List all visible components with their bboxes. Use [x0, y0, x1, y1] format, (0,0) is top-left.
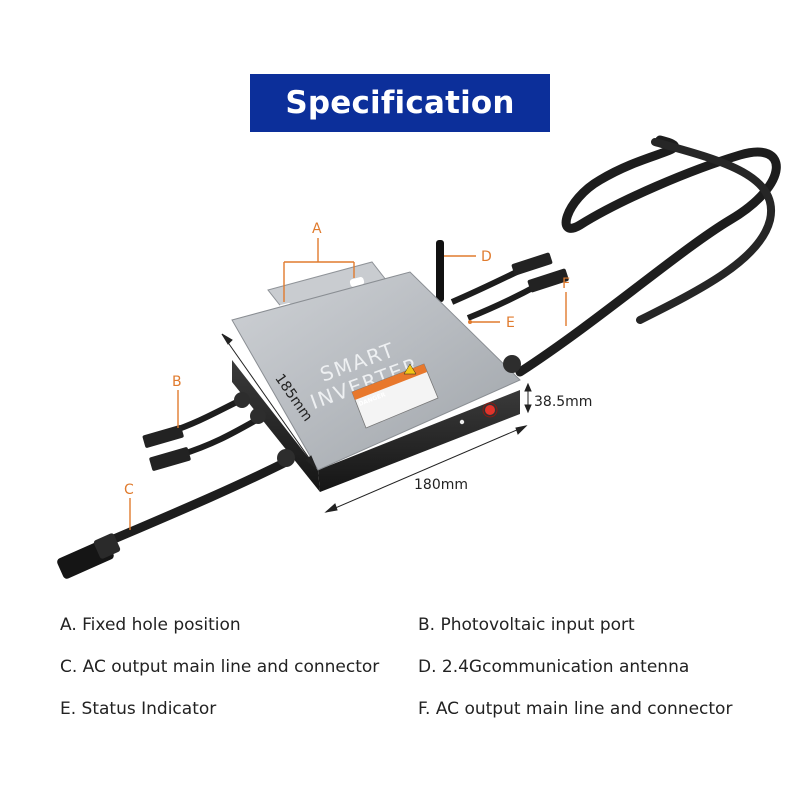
inverter-side-front	[232, 360, 320, 492]
inverter-side-right	[318, 390, 520, 492]
callout-b: B	[172, 374, 182, 390]
banner-title: Specification	[285, 85, 515, 121]
legend-item-b: B. Photovoltaic input port	[418, 615, 635, 635]
ac-cable-loop-2	[636, 138, 776, 324]
gland-left-2	[250, 408, 266, 424]
callout-f: F	[562, 276, 570, 292]
ac-cable-loop	[515, 135, 781, 377]
gland-left-1	[234, 392, 250, 408]
width-dimension-line	[325, 425, 527, 513]
pv-cable-lower	[179, 415, 262, 458]
antenna	[436, 240, 444, 302]
legend-item-e: E. Status Indicator	[60, 699, 217, 719]
pv-connector-right-lower	[527, 268, 569, 293]
status-indicator-ring	[482, 402, 498, 418]
callout-a: A	[312, 221, 322, 237]
inverter-illustration: SMART INVERTER DANGER A B C D E F	[57, 135, 781, 579]
gland-left-3	[277, 449, 295, 467]
height-dimension: 38.5mm	[534, 394, 592, 410]
warning-label: DANGER	[351, 363, 439, 429]
callout-c: C	[124, 482, 134, 498]
ac-cable-left	[95, 455, 295, 550]
ac-connector-left	[57, 533, 121, 579]
pv-connector-lower	[149, 447, 191, 471]
callout-a-leader	[283, 238, 355, 302]
legend-item-d: D. 2.4Gcommunication antenna	[418, 657, 690, 677]
legend-item-c: C. AC output main line and connector	[60, 657, 380, 677]
depth-dimension-line	[221, 333, 317, 469]
callout-e: E	[506, 315, 515, 331]
fixed-hole-right	[349, 277, 365, 287]
small-port	[459, 419, 465, 425]
specification-banner: Specification	[250, 74, 550, 132]
pv-connector-right-upper	[511, 252, 553, 276]
callout-d: D	[481, 249, 492, 265]
callout-e-dot	[468, 320, 472, 324]
legend-item-a: A. Fixed hole position	[60, 615, 241, 635]
inverter-top	[231, 271, 521, 471]
spec-legend: A. Fixed hole position B. Photovoltaic i…	[60, 614, 780, 720]
pv-connector-upper	[142, 425, 184, 448]
legend-item-f: F. AC output main line and connector	[418, 699, 733, 719]
pv-cable-upper	[169, 395, 247, 435]
gland-right	[503, 355, 521, 373]
status-indicator	[485, 405, 495, 415]
width-dimension: 180mm	[414, 477, 468, 493]
